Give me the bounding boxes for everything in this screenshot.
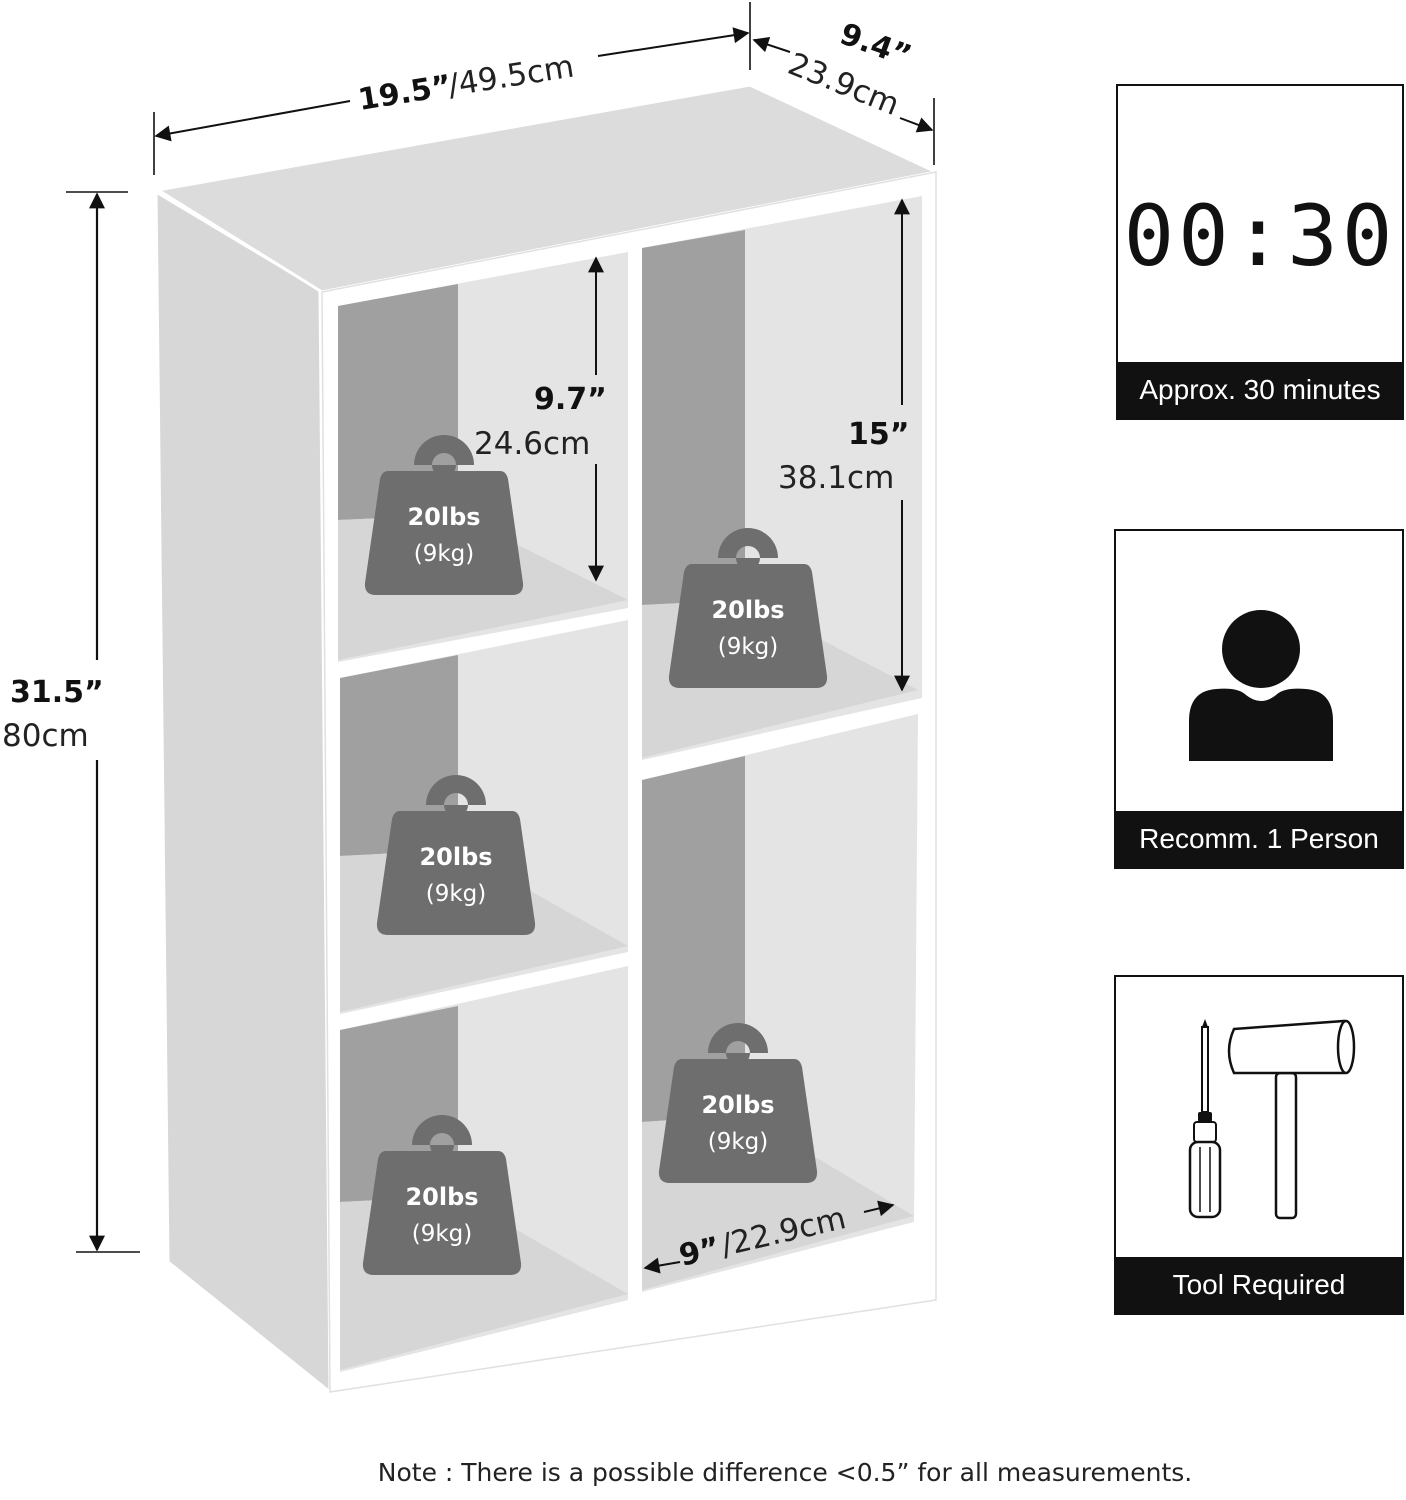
weight-kg-label: (9kg) [718,634,779,660]
weight-lbs-label: 20lbs [407,503,480,531]
weight-kg-label: (9kg) [708,1129,769,1155]
shelf-unit [153,83,941,1396]
weight-lbs-label: 20lbs [711,596,784,624]
tall-cube-cm-label: 38.1cm [778,460,894,496]
assembly-time-card: 00:30 Approx. 30 minutes [1116,84,1404,420]
weight-kg-label: (9kg) [412,1221,473,1247]
weight-icon: 20lbs (9kg) [668,528,828,688]
mallet-icon [1227,1019,1356,1220]
weight-icon: 20lbs (9kg) [658,1023,818,1183]
tall-cube-height-dimension: 15” 38.1cm [778,198,910,692]
weight-lbs-label: 20lbs [701,1091,774,1119]
measurement-note: Note : There is a possible difference <0… [377,1458,1193,1487]
timer-display: 00:30 [1123,187,1397,285]
person-caption: Recomm. 1 Person [1116,811,1402,867]
shelf-side-panel [154,189,332,1396]
weight-lbs-label: 20lbs [405,1183,478,1211]
digital-timer-icon: 00:30 [1118,86,1402,364]
person-card: Recomm. 1 Person [1114,529,1404,869]
weight-kg-label: (9kg) [414,541,475,567]
width-cm-label: /49.5cm [446,49,577,104]
tool-card: Tool Required [1114,975,1404,1315]
top-cube-height-dimension: 9.7” 24.6cm [474,256,607,582]
person-icon [1189,610,1333,761]
tall-cube-in-label: 15” [848,417,909,452]
weight-icon: 20lbs (9kg) [364,435,524,595]
tool-caption: Tool Required [1116,1257,1402,1313]
assembly-time-caption: Approx. 30 minutes [1118,362,1402,418]
width-in-label: 19.5” [356,69,454,118]
top-cube-in-label: 9.7” [534,382,607,417]
weight-lbs-label: 20lbs [419,843,492,871]
weight-icons: 20lbs (9kg) 20lbs (9kg) 20lbs (9kg) 20lbs (9kg)… [362,435,828,1275]
screwdriver-icon [1188,1019,1222,1219]
height-cm-label: 80cm [2,718,89,754]
weight-kg-label: (9kg) [426,881,487,907]
height-in-label: 31.5” [10,675,104,710]
weight-icon: 20lbs (9kg) [376,775,536,935]
weight-icon: 20lbs (9kg) [362,1115,522,1275]
top-cube-cm-label: 24.6cm [474,426,590,462]
cube-right-bottom [642,714,918,1292]
height-dimension: 31.5” 80cm [2,191,140,1253]
